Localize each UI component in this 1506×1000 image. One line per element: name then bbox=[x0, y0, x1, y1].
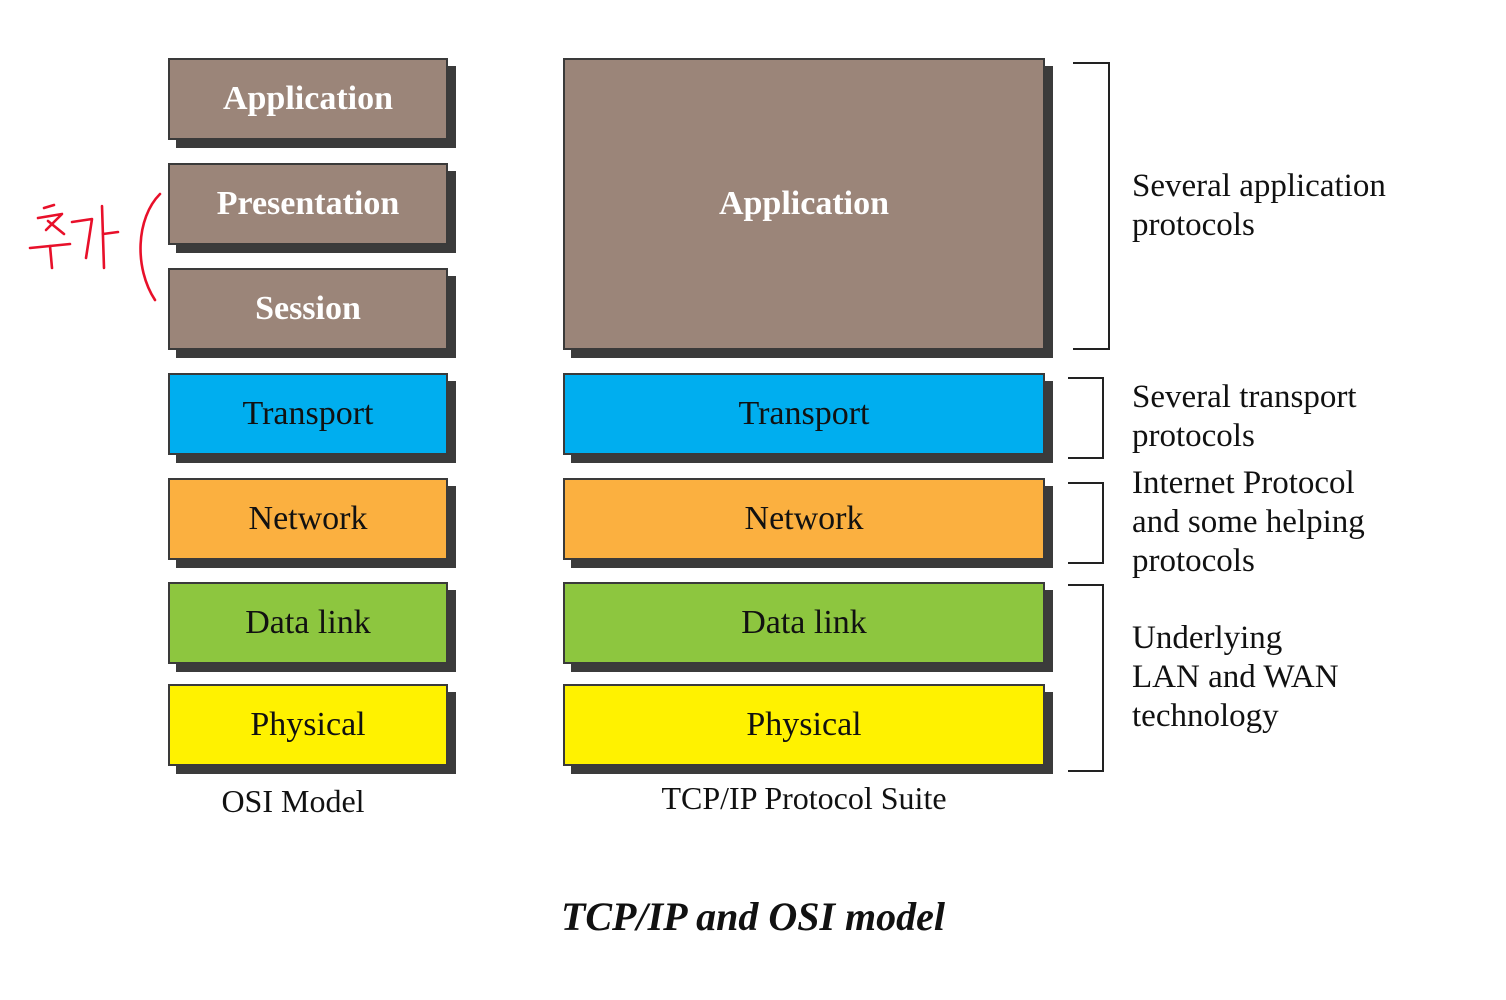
handwritten-annotation-icon bbox=[28, 192, 162, 302]
transport-bracket bbox=[1068, 377, 1104, 459]
tcpip-datalink-layer: Data link bbox=[563, 582, 1045, 664]
tcpip-suite-caption: TCP/IP Protocol Suite bbox=[661, 780, 947, 816]
application-protocols-description: Several application protocols bbox=[1132, 167, 1386, 245]
osi-network-layer: Network bbox=[168, 478, 448, 560]
osi-presentation-layer: Presentation bbox=[168, 163, 448, 245]
desc-line: technology bbox=[1132, 698, 1279, 734]
osi-datalink-layer: Data link bbox=[168, 582, 448, 664]
osi-model-caption: OSI Model bbox=[221, 783, 365, 819]
desc-line: Underlying bbox=[1132, 620, 1283, 656]
transport-protocols-description: Several transport protocols bbox=[1132, 378, 1357, 456]
link-physical-bracket bbox=[1068, 584, 1104, 772]
desc-line: LAN and WAN bbox=[1132, 659, 1339, 695]
figure-title: TCP/IP and OSI model bbox=[560, 894, 946, 939]
network-bracket bbox=[1068, 482, 1104, 564]
desc-line: Internet Protocol bbox=[1132, 465, 1355, 501]
desc-line: Several transport bbox=[1132, 379, 1357, 415]
network-protocols-description: Internet Protocol and some helping proto… bbox=[1132, 464, 1365, 581]
desc-line: and some helping bbox=[1132, 504, 1365, 540]
tcpip-application-layer: Application bbox=[563, 58, 1045, 350]
link-technology-description: Underlying LAN and WAN technology bbox=[1132, 619, 1339, 736]
desc-line: Several application bbox=[1132, 168, 1386, 204]
desc-line: protocols bbox=[1132, 543, 1255, 579]
osi-session-layer: Session bbox=[168, 268, 448, 350]
tcpip-network-layer: Network bbox=[563, 478, 1045, 560]
desc-line: protocols bbox=[1132, 418, 1255, 454]
desc-line: protocols bbox=[1132, 207, 1255, 243]
tcpip-transport-layer: Transport bbox=[563, 373, 1045, 455]
tcpip-physical-layer: Physical bbox=[563, 684, 1045, 766]
osi-physical-layer: Physical bbox=[168, 684, 448, 766]
osi-transport-layer: Transport bbox=[168, 373, 448, 455]
application-bracket bbox=[1073, 62, 1110, 350]
osi-application-layer: Application bbox=[168, 58, 448, 140]
